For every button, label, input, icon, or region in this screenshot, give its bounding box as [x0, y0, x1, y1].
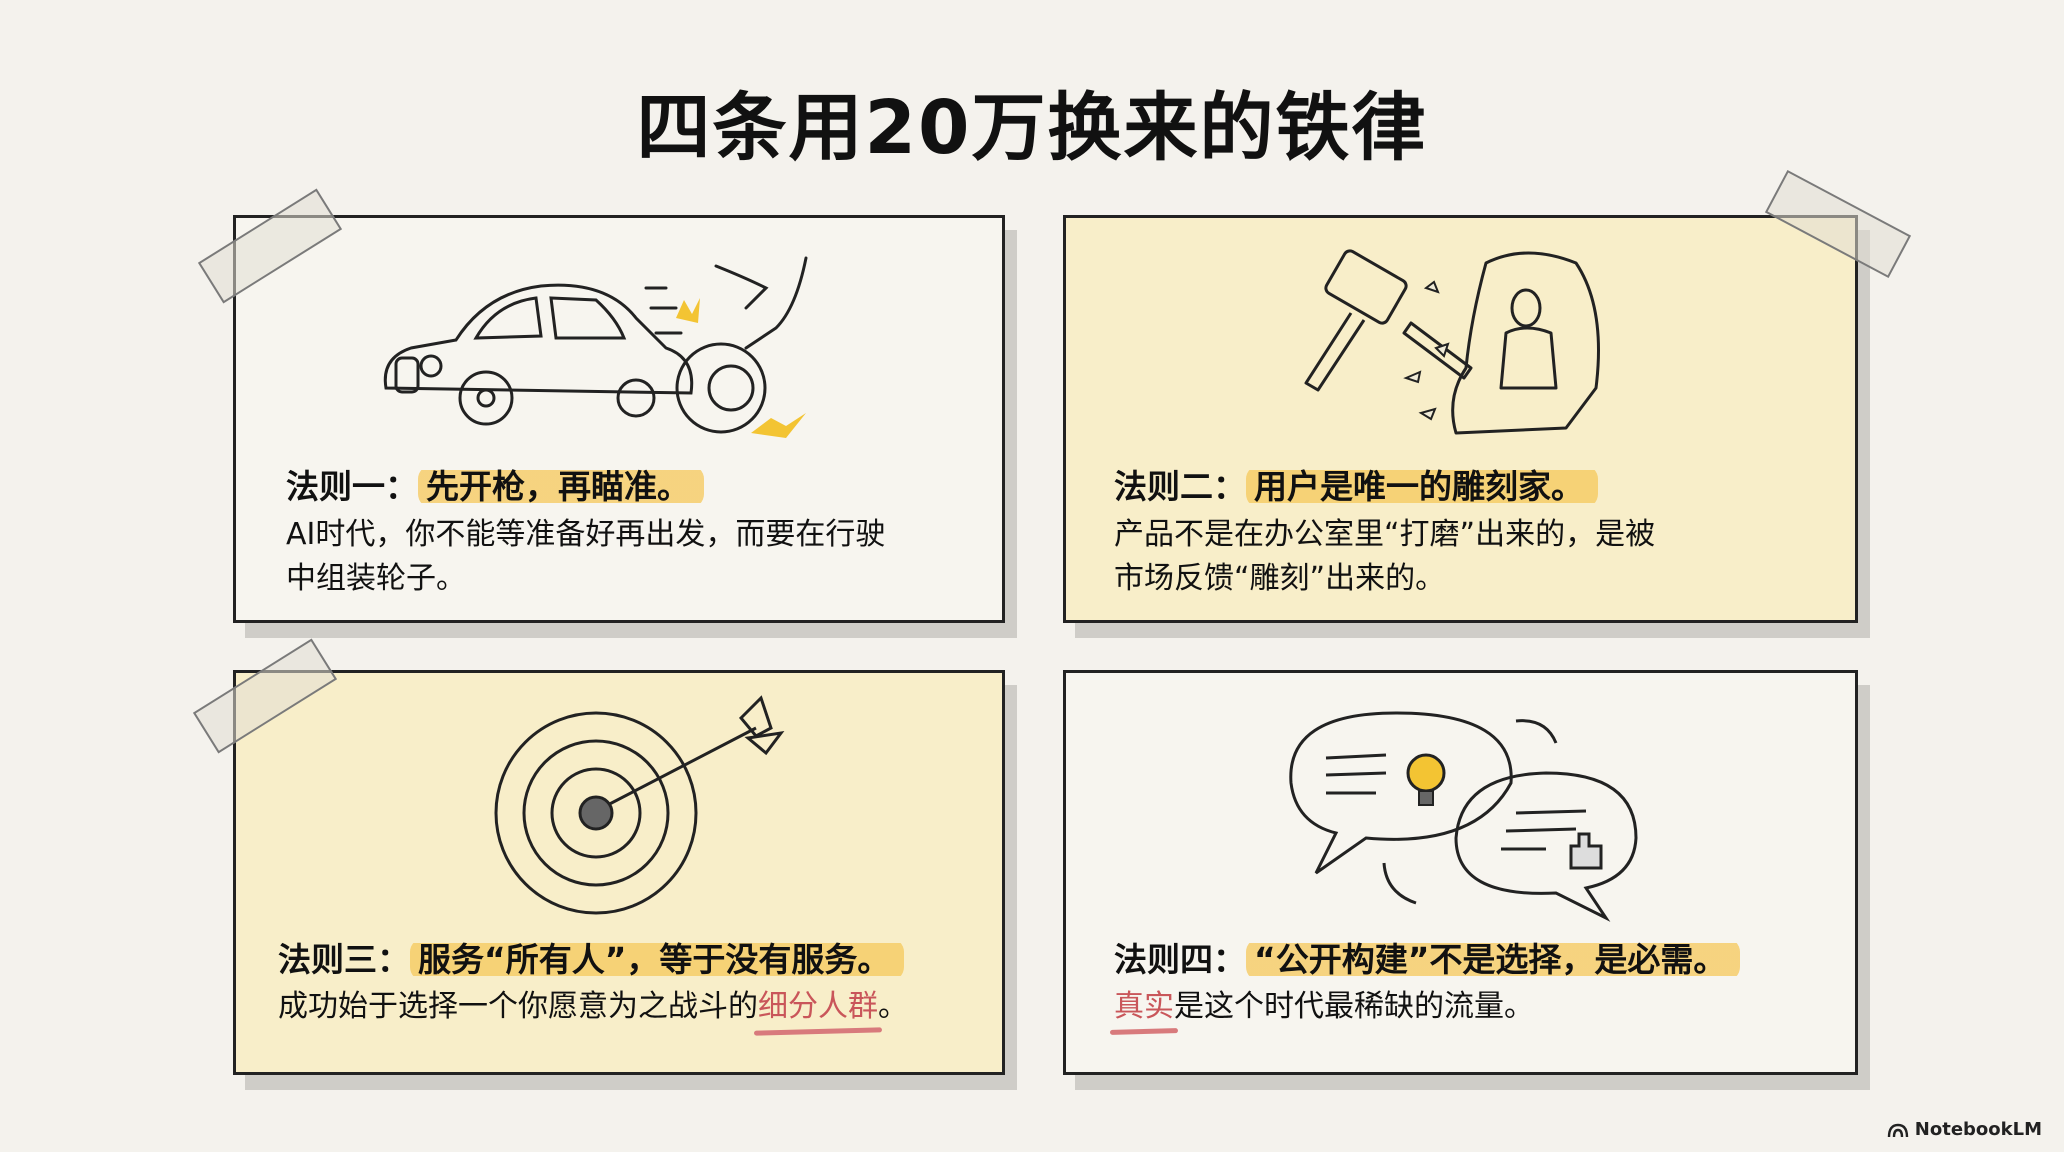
rule-body-text: 。 [878, 989, 908, 1024]
rule-label: 法则四： [1114, 940, 1246, 979]
rule-headline: 服务“所有人”，等于没有服务。 [410, 938, 905, 981]
rule-card-4: 法则四：“公开构建”不是选择，是必需。 真实是这个时代最稀缺的流量。 [1063, 670, 1858, 1075]
rule-body: 产品不是在办公室里“打磨”出来的，是被 市场反馈“雕刻”出来的。 [1114, 513, 1655, 601]
target-arrow-icon [494, 695, 785, 915]
rule-label: 法则一： [286, 467, 418, 506]
rule-body: AI时代，你不能等准备好再出发，而要在行驶 中组装轮子。 [286, 513, 885, 601]
rule-card-2: 法则二：用户是唯一的雕刻家。 产品不是在办公室里“打磨”出来的，是被 市场反馈“… [1063, 215, 1858, 623]
notebooklm-logo-icon [1887, 1123, 1908, 1137]
rule-card-1: 法则一：先开枪，再瞄准。 AI时代，你不能等准备好再出发，而要在行驶 中组装轮子… [233, 215, 1005, 623]
rule-body: 成功始于选择一个你愿意为之战斗的细分人群。 [278, 985, 908, 1029]
rule-heading: 法则二：用户是唯一的雕刻家。 [1114, 460, 1598, 508]
emphasis-text: 细分人群 [758, 989, 878, 1024]
rule-headline: 先开枪，再瞄准。 [418, 465, 704, 508]
page-title: 四条用20万换来的铁律 [636, 85, 1428, 171]
rule-heading: 法则一：先开枪，再瞄准。 [286, 460, 704, 508]
speech-bubbles-lightbulb-thumbsup-icon [1289, 711, 1638, 922]
rule-body-line: 产品不是在办公室里“打磨”出来的，是被 [1114, 517, 1656, 552]
rule-body: 真实是这个时代最稀缺的流量。 [1114, 985, 1534, 1029]
rule-body-text: 是这个时代最稀缺的流量。 [1174, 989, 1534, 1024]
rule-headline: 用户是唯一的雕刻家。 [1246, 465, 1598, 508]
rule-body-text: 成功始于选择一个你愿意为之战斗的 [278, 989, 758, 1024]
rule-body-line: 中组装轮子。 [286, 561, 466, 596]
car-wheel-assembly-icon [383, 256, 808, 438]
brand-name: NotebookLM [1914, 1119, 2042, 1140]
rule-body-line: 市场反馈“雕刻”出来的。 [1114, 561, 1446, 596]
rule-heading: 法则三：服务“所有人”，等于没有服务。 [278, 933, 905, 981]
rule-body-line: AI时代，你不能等准备好再出发，而要在行驶 [286, 517, 886, 552]
rule-label: 法则二： [1114, 467, 1246, 506]
rule-card-3: 法则三：服务“所有人”，等于没有服务。 成功始于选择一个你愿意为之战斗的细分人群… [233, 670, 1005, 1075]
rule-headline: “公开构建”不是选择，是必需。 [1246, 938, 1741, 981]
brand-logo: NotebookLM [1887, 1119, 2042, 1140]
emphasis-text: 真实 [1114, 989, 1174, 1024]
hammer-chisel-sculpture-icon [1304, 249, 1600, 435]
rule-label: 法则三： [278, 940, 410, 979]
rule-heading: 法则四：“公开构建”不是选择，是必需。 [1114, 933, 1741, 981]
